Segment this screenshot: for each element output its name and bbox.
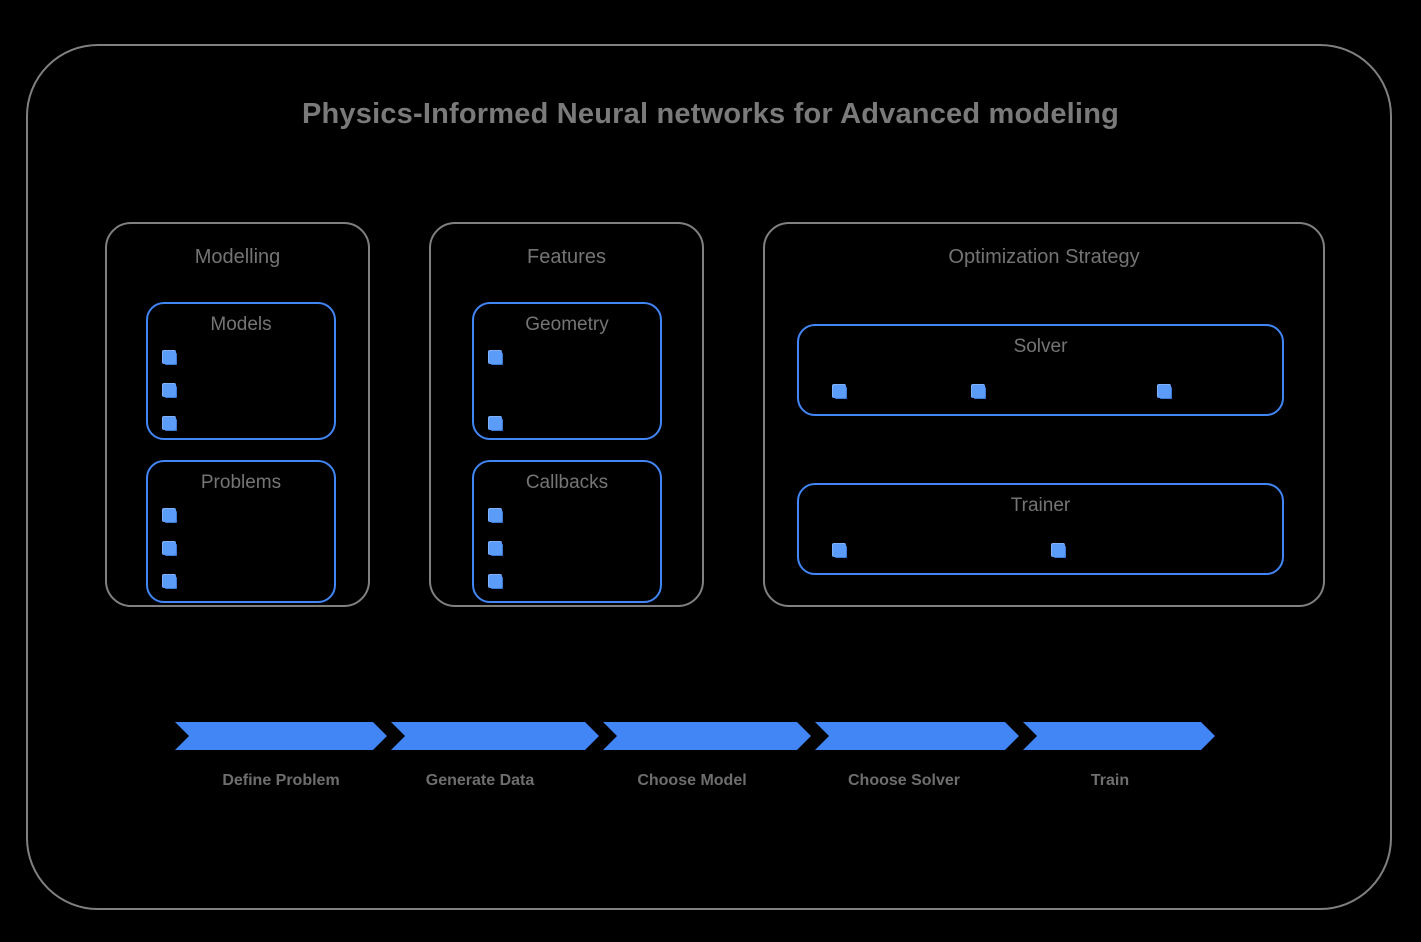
box-title-trainer: Trainer bbox=[1010, 495, 1071, 516]
cube-marker bbox=[488, 350, 502, 364]
pipeline-label-define-problem: Define Problem bbox=[222, 772, 340, 789]
cube-marker bbox=[971, 384, 985, 398]
cube-marker bbox=[162, 541, 176, 555]
box-geometry[interactable]: Geometry bbox=[472, 302, 662, 440]
group-title-features: Features bbox=[527, 246, 606, 268]
box-title-geometry: Geometry bbox=[525, 314, 609, 335]
box-trainer[interactable]: Trainer bbox=[797, 483, 1284, 575]
pipeline-arrows bbox=[175, 722, 1215, 750]
box-solver[interactable]: Solver bbox=[797, 324, 1284, 416]
group-panel-modelling: Modelling bbox=[105, 222, 370, 607]
pipeline-label-choose-model: Choose Model bbox=[637, 772, 747, 789]
cube-marker bbox=[488, 574, 502, 588]
pipeline-arrow-4[interactable] bbox=[815, 722, 1019, 750]
group-title-modelling: Modelling bbox=[194, 246, 281, 268]
cube-marker bbox=[832, 384, 846, 398]
pipeline-label-generate-data: Generate Data bbox=[425, 772, 535, 789]
cube-marker bbox=[488, 416, 502, 430]
box-problems[interactable]: Problems bbox=[146, 460, 336, 603]
pipeline-arrow-2[interactable] bbox=[391, 722, 599, 750]
pipeline-label-train: Train bbox=[1090, 772, 1130, 789]
pipeline-arrow-1[interactable] bbox=[175, 722, 387, 750]
group-panel-features: Features bbox=[429, 222, 704, 607]
box-title-models: Models bbox=[210, 314, 272, 335]
cube-marker bbox=[162, 383, 176, 397]
cube-marker bbox=[488, 508, 502, 522]
cube-marker bbox=[162, 416, 176, 430]
cube-marker bbox=[162, 350, 176, 364]
pipeline-arrow-5[interactable] bbox=[1023, 722, 1215, 750]
cube-marker bbox=[162, 508, 176, 522]
pipeline-arrow-3[interactable] bbox=[603, 722, 811, 750]
box-title-problems: Problems bbox=[200, 472, 282, 493]
cube-marker bbox=[1051, 543, 1065, 557]
group-title-optimization: Optimization Strategy bbox=[948, 246, 1140, 268]
box-title-solver: Solver bbox=[1013, 336, 1068, 357]
diagram-outer-frame bbox=[26, 44, 1392, 910]
box-title-callbacks: Callbacks bbox=[525, 472, 609, 493]
cube-marker bbox=[832, 543, 846, 557]
cube-marker bbox=[488, 541, 502, 555]
group-panel-optimization: Optimization Strategy bbox=[763, 222, 1325, 607]
pipeline-label-choose-solver: Choose Solver bbox=[847, 772, 961, 789]
box-callbacks[interactable]: Callbacks bbox=[472, 460, 662, 603]
cube-marker bbox=[1157, 384, 1171, 398]
box-models[interactable]: Models bbox=[146, 302, 336, 440]
cube-marker bbox=[162, 574, 176, 588]
page-title: Physics-Informed Neural networks for Adv… bbox=[301, 98, 1120, 130]
